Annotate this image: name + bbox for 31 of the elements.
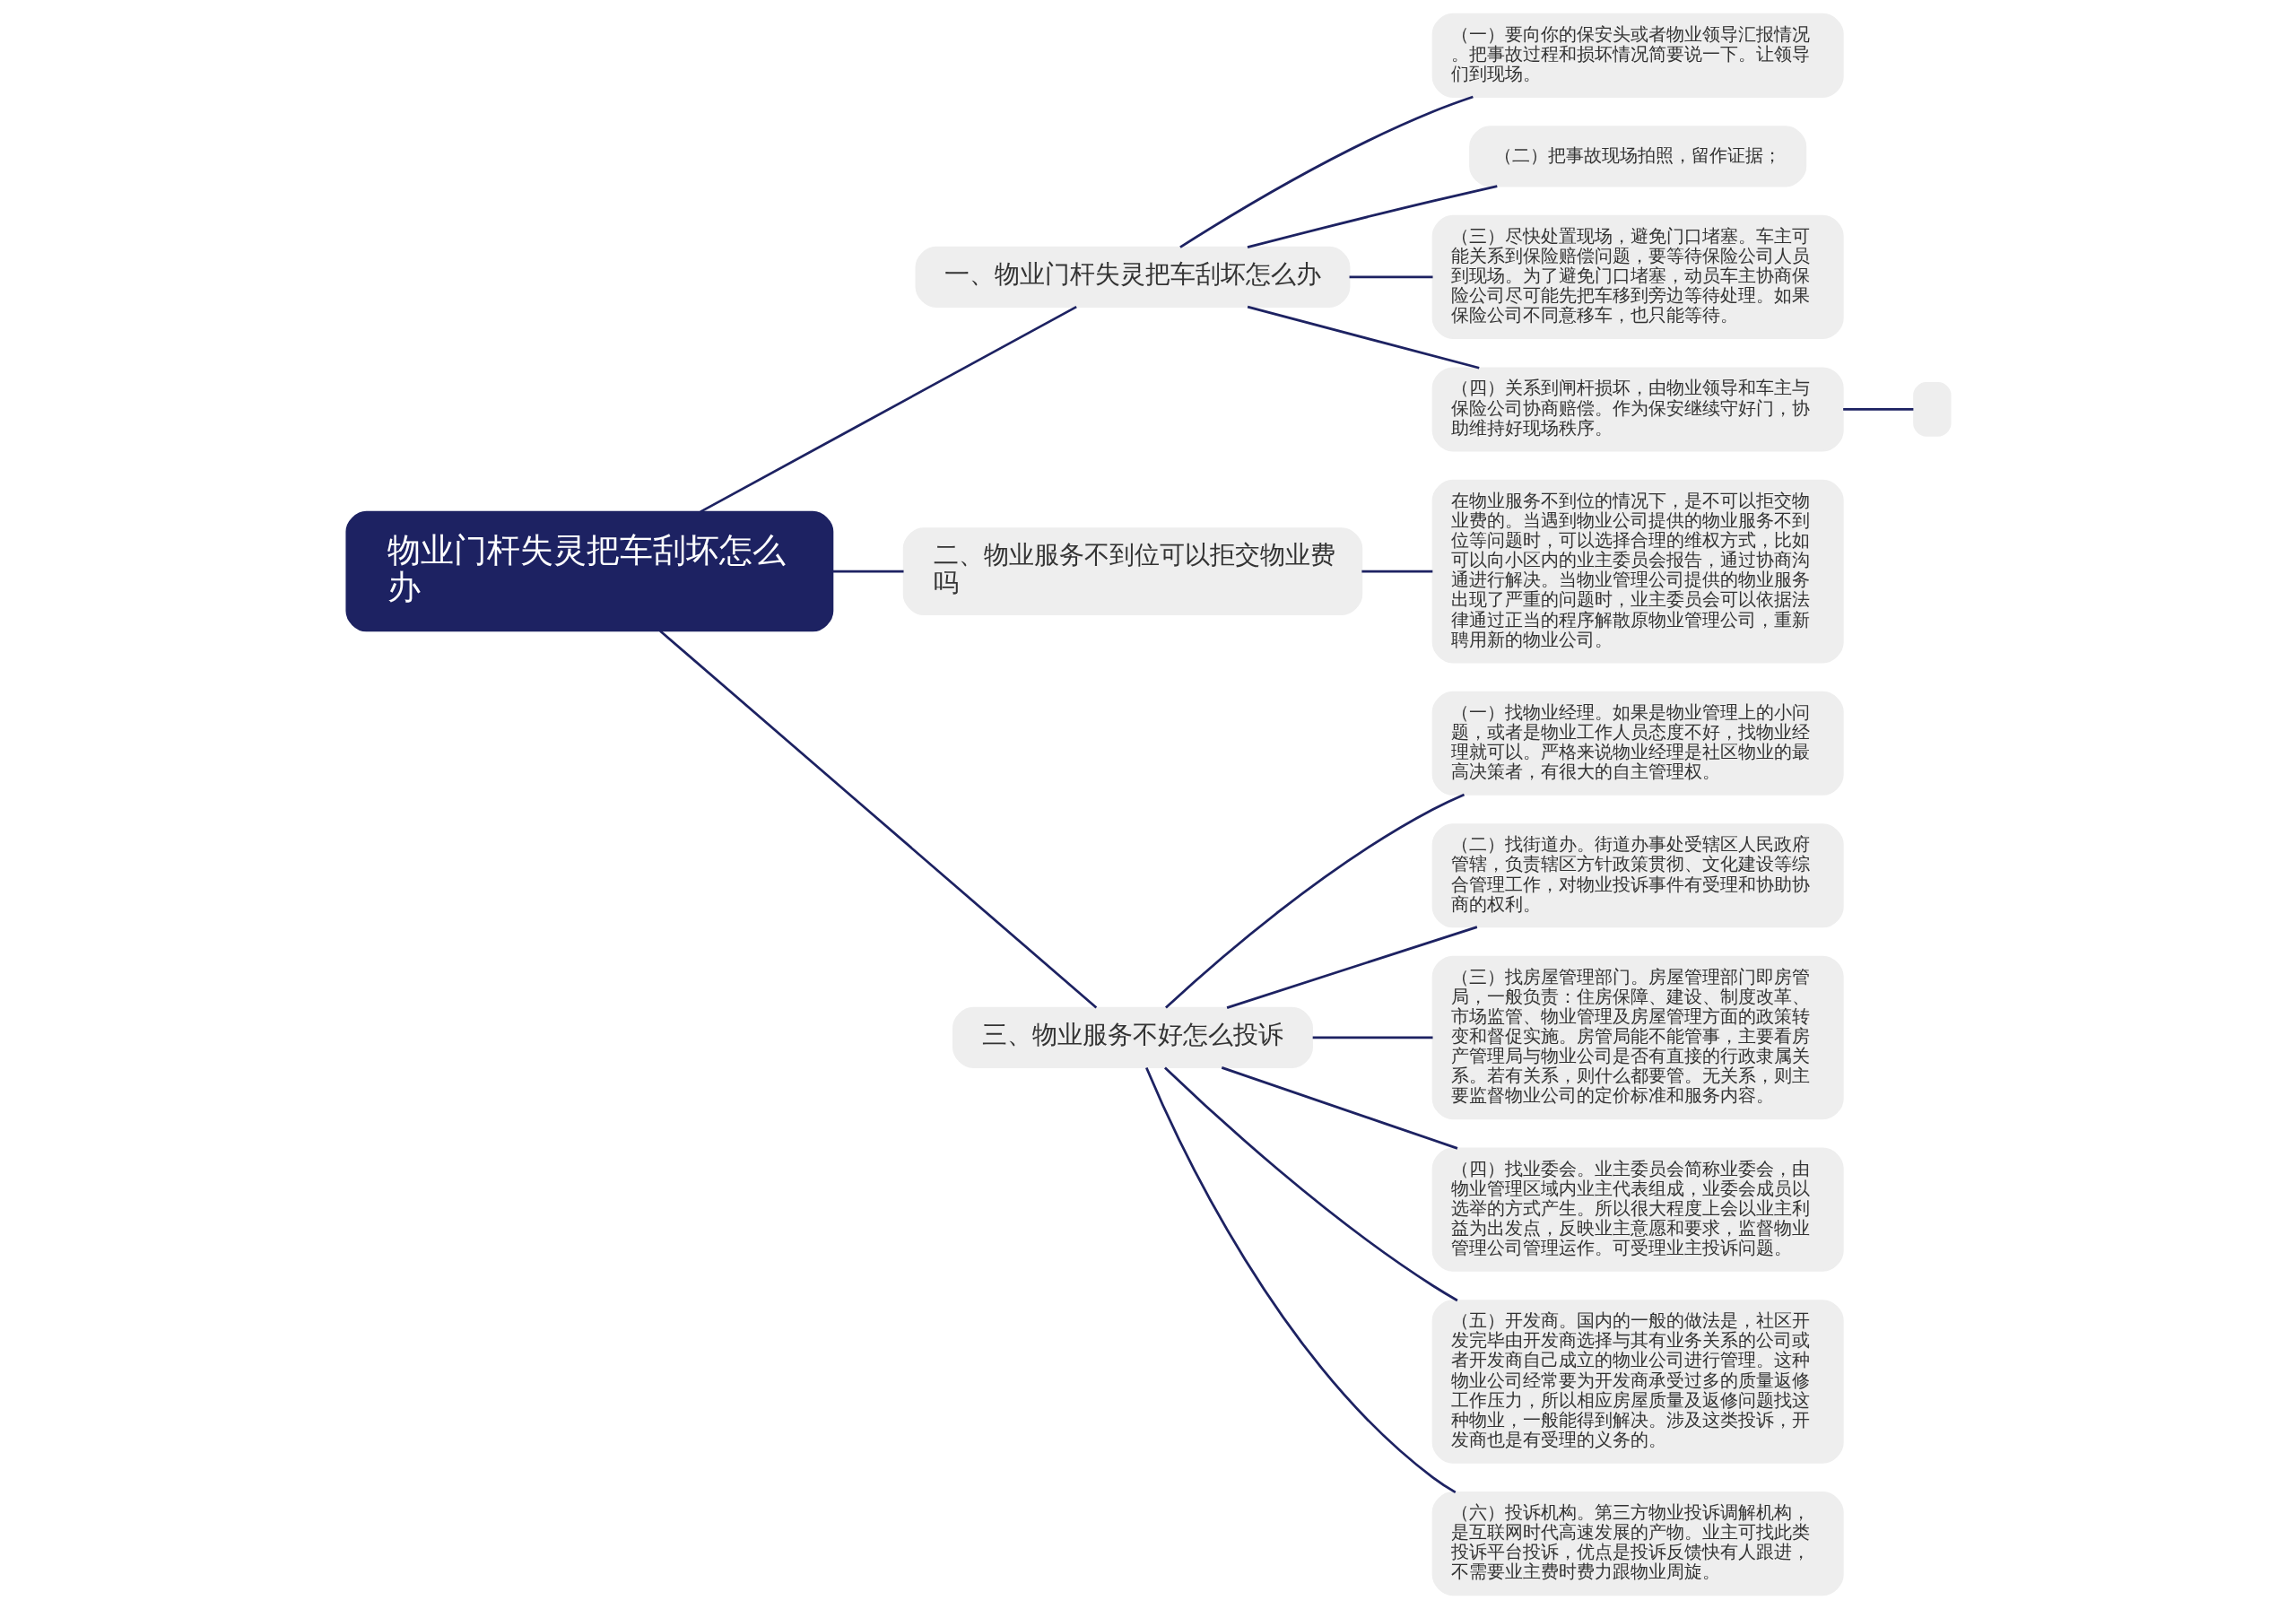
- connector: [832, 570, 904, 573]
- node-box: （一）找物业经理。如果是物业管理上的小问题，或者是物业工作人员态度不好，找物业经理就可以。严格来说物业经理是社区物业的最高决策者，有很大的自主管理权。: [1431, 691, 1844, 796]
- connector: [1842, 408, 1913, 411]
- node-box: 在物业服务不到位的情况下，是不可以拒交物业费的。当遇到物业公司提供的物业服务不到位等问题时，可以选择合理的维权方式，比如可以向小区内的业主委员会报告，通过协商沟通进行解决。当物业管理公司提供的物业服务出现了严重的问题时，业主委员会可以依据法律通过正当的程序解散原物业管理公司，重新聘用新的物业公司。: [1431, 479, 1844, 664]
- connector: [1312, 1036, 1433, 1039]
- connector: [1163, 1066, 1458, 1302]
- connector: [1247, 185, 1498, 249]
- node-box: （五）开发商。国内的一般的做法是，社区开发完毕由开发商选择与其有业务关系的公司或者开发商自己成立的物业公司进行管理。这种物业公司经常要为开发商承受过多的质量返修工作压力，所以相应房屋质量及返修问题找这种物业，一般能得到解决。涉及这类投诉，开发商也是有受理的义务的。: [1431, 1300, 1844, 1464]
- connector: [1361, 570, 1432, 573]
- node-box: 二、物业服务不到位可以拒交物业费吗: [902, 527, 1362, 615]
- node-box: 物业门杆失灵把车刮坏怎么办: [344, 510, 833, 632]
- connector: [1178, 95, 1474, 248]
- node-box: （二）找街道办。街道办事处受辖区人民政府管辖，负责辖区方针政策贯彻、文化建设等综合管理工作，对物业投诉事件有受理和协助协商的权利。: [1431, 823, 1844, 928]
- connector: [699, 305, 1077, 513]
- node-box: （三）找房屋管理部门。房屋管理部门即房管局，一般负责：住房保障、建设、制度改革、市场监管、物业管理及房屋管理方面的政策转变和督促实施。房管局能不能管事，主要看房产管理局与物业公司是否有直接的行政隶属关系。若有关系，则什么都要管。无关系，则主要监督物业公司的定价标准和服务内容。: [1431, 955, 1844, 1120]
- connector: [1221, 1066, 1457, 1150]
- connector: [1247, 305, 1480, 370]
- node-box: [1912, 381, 1952, 437]
- connector: [1144, 1067, 1456, 1494]
- node-box: （一）要向你的保安头或者物业领导汇报情况。把事故过程和损坏情况简要说一下。让领导们到现场。: [1431, 13, 1844, 98]
- node-box: （三）尽快处置现场，避免门口堵塞。车主可能关系到保险赔偿问题，要等待保险公司人员到现场。为了避免门口堵塞，动员车主协商保险公司尽可能先把车移到旁边等待处理。如果保险公司不同意移车，也只能等待。: [1431, 214, 1844, 340]
- node-box: （六）投诉机构。第三方物业投诉调解机构，是互联网时代高速发展的产物。业主可找此类投诉平台投诉，优点是投诉反馈快有人跟进，不需要业主费时费力跟物业周旋。: [1431, 1492, 1844, 1596]
- connector: [1164, 793, 1465, 1009]
- connector: [1349, 275, 1433, 279]
- node-box: （四）关系到闸杆损坏，由物业领导和车主与保险公司协商赔偿。作为保安继续守好门，协助维持好现场秩序。: [1431, 367, 1844, 452]
- connector: [1226, 926, 1477, 1009]
- node-box: （四）找业委会。业主委员会简称业委会，由物业管理区域内业主代表组成，业委会成员以选举的方式产生。所以很大程度上会以业主利益为出发点，反映业主意愿和要求，监督物业管理公司管理运作。可受理业主投诉问题。: [1431, 1147, 1844, 1272]
- connector: [658, 630, 1097, 1009]
- node-box: 三、物业服务不好怎么投诉: [952, 1006, 1313, 1069]
- node-box: 一、物业门杆失灵把车刮坏怎么办: [915, 246, 1350, 308]
- node-box: （二）把事故现场拍照，留作证据；: [1468, 126, 1806, 187]
